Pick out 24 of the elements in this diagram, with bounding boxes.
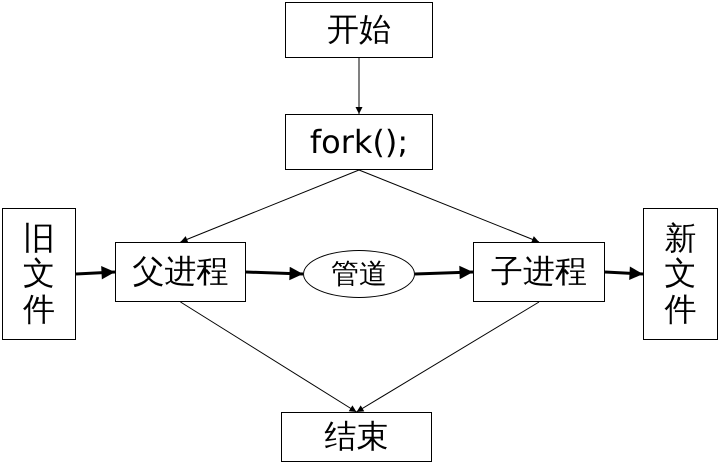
node-label: 开始: [327, 9, 391, 50]
arrow: [414, 266, 474, 280]
arrow: [246, 266, 304, 280]
arrow: [356, 58, 362, 114]
process-box: [115, 242, 246, 302]
process-box: [281, 412, 432, 462]
node-label: fork();: [310, 123, 408, 161]
node-label: 父进程: [132, 251, 228, 292]
node-label: 新文件: [664, 221, 696, 327]
node-label: 管道: [331, 256, 387, 292]
node-label: 旧文件: [23, 221, 55, 327]
process-box: [473, 242, 605, 302]
arrow: [356, 302, 540, 412]
arrow: [180, 302, 357, 412]
arrow: [604, 266, 644, 280]
file-box: [643, 208, 718, 340]
arrow: [76, 266, 116, 280]
arrow: [180, 170, 360, 243]
node-label: 子进程: [491, 251, 587, 292]
arrow: [358, 170, 540, 243]
process-box: [285, 114, 433, 170]
process-box: [285, 2, 433, 58]
node-label: 结束: [324, 416, 388, 457]
file-box: [2, 208, 76, 340]
